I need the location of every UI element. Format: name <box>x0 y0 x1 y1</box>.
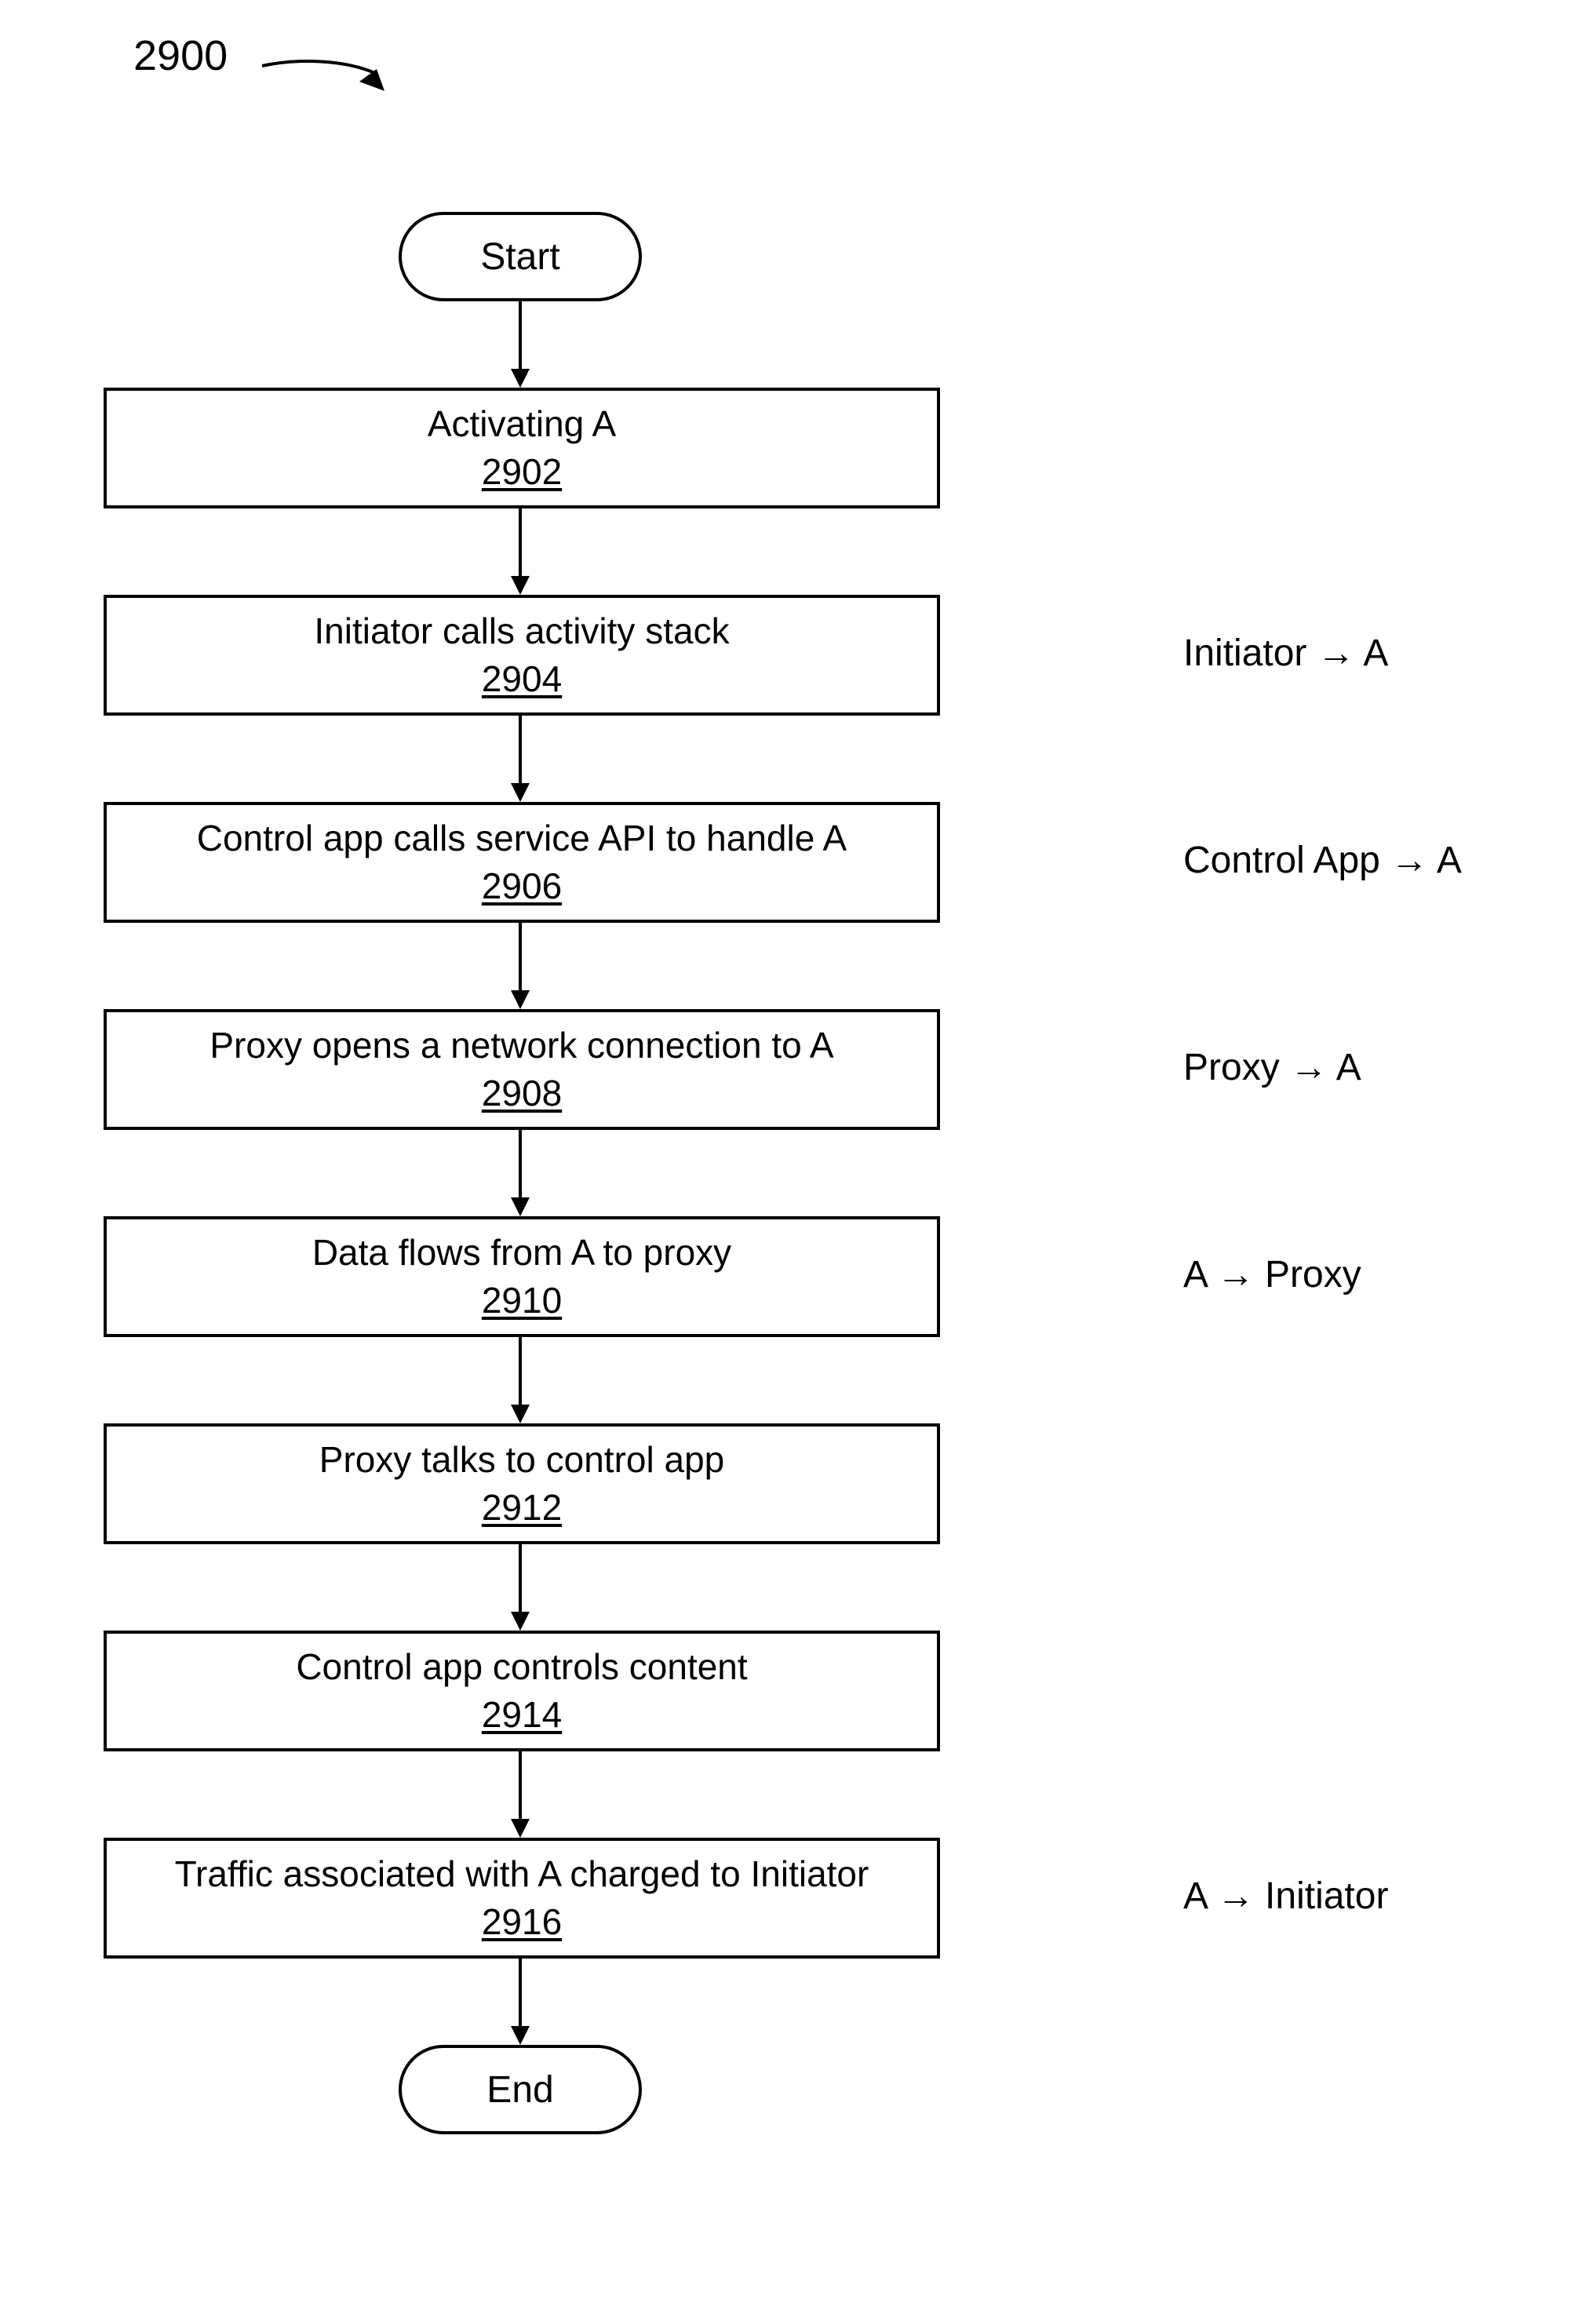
step-label: Activating A <box>428 400 616 448</box>
step-2914-box: Control app controls content 2914 <box>104 1631 940 1751</box>
annotation-initiator-to-a: Initiator → A <box>1183 635 1388 672</box>
step-reference-number: 2908 <box>482 1070 562 1117</box>
annotation-control-app-to-a: Control App → A <box>1183 842 1462 880</box>
connector-arrow <box>511 923 530 1009</box>
annotation-a-to-proxy: A → Proxy <box>1183 1256 1361 1294</box>
connector-arrow <box>511 301 530 388</box>
step-reference-number: 2904 <box>482 655 562 703</box>
annotation-a-to-initiator: A → Initiator <box>1183 1878 1388 1915</box>
step-2904-box: Initiator calls activity stack 2904 <box>104 595 940 716</box>
step-reference-number: 2902 <box>482 448 562 496</box>
step-reference-number: 2912 <box>482 1484 562 1532</box>
step-2910-box: Data flows from A to proxy 2910 <box>104 1216 940 1337</box>
step-label: Data flows from A to proxy <box>312 1229 731 1277</box>
connector-arrow <box>511 716 530 802</box>
figure-pointer-arrow-icon <box>259 47 400 102</box>
step-label: Traffic associated with A charged to Ini… <box>175 1850 869 1898</box>
step-2912-box: Proxy talks to control app 2912 <box>104 1423 940 1544</box>
step-2916-box: Traffic associated with A charged to Ini… <box>104 1838 940 1959</box>
end-terminal: End <box>399 2045 642 2134</box>
step-2906-box: Control app calls service API to handle … <box>104 802 940 923</box>
step-label: Control app calls service API to handle … <box>197 814 847 862</box>
connector-arrow <box>511 508 530 595</box>
annotation-proxy-to-a: Proxy → A <box>1183 1049 1361 1087</box>
step-reference-number: 2906 <box>482 862 562 910</box>
step-reference-number: 2916 <box>482 1898 562 1946</box>
step-reference-number: 2910 <box>482 1277 562 1325</box>
connector-arrow <box>511 1751 530 1838</box>
figure-number: 2900 <box>133 35 228 77</box>
connector-arrow <box>511 1337 530 1423</box>
start-terminal: Start <box>399 212 642 301</box>
step-2908-box: Proxy opens a network connection to A 29… <box>104 1009 940 1130</box>
connector-arrow <box>511 1544 530 1631</box>
step-label: Control app controls content <box>296 1643 747 1691</box>
step-label: Proxy opens a network connection to A <box>210 1022 833 1070</box>
step-label: Proxy talks to control app <box>319 1436 724 1484</box>
step-label: Initiator calls activity stack <box>314 607 729 655</box>
step-reference-number: 2914 <box>482 1691 562 1739</box>
connector-arrow <box>511 1130 530 1216</box>
connector-arrow <box>511 1959 530 2045</box>
step-2902-box: Activating A 2902 <box>104 388 940 508</box>
